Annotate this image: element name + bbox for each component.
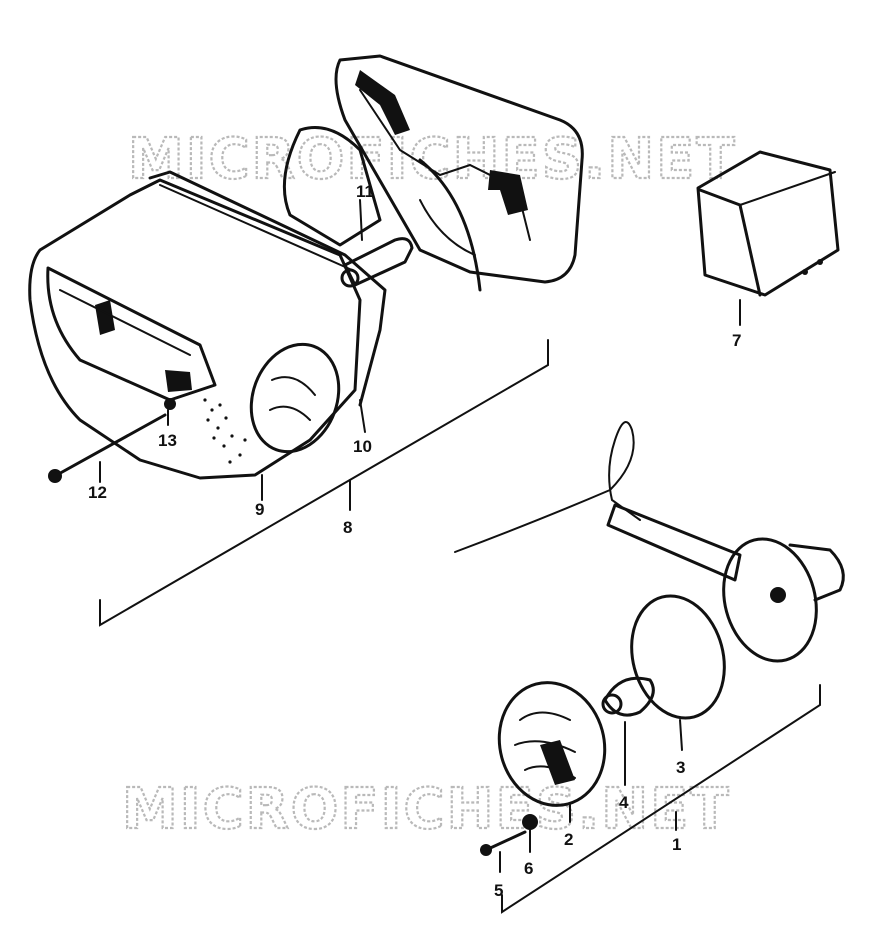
bulb-4 [603,676,655,717]
callout-5: 5 [494,881,503,900]
callout-9: 9 [255,500,264,519]
watermark-bottom: MICROFICHES.NET [122,777,731,842]
callout-4: 4 [619,793,629,812]
housing-texture [203,398,247,464]
lens-2 [497,681,607,807]
callout-8: 8 [343,518,352,537]
screw-6 [522,814,538,830]
callout-12: 12 [88,483,107,502]
group-bracket-1 [501,684,821,914]
washer-13 [164,398,176,410]
bracket-arm [418,158,482,292]
screw-12 [53,413,167,478]
screw-5 [484,830,527,852]
housing-lens-window [46,266,217,402]
callout-13: 13 [158,431,177,450]
stalk [606,503,742,582]
mounting-bracket [334,54,584,284]
group-bracket-8 [99,339,549,627]
housing-body [28,178,362,480]
callout-2: 2 [564,830,573,849]
callout-6: 6 [524,859,533,878]
flasher-relay-7 [696,150,840,326]
watermark-top: MICROFICHES.NET [128,127,737,192]
callout-10: 10 [353,437,372,456]
o-ring-3 [630,594,726,720]
callout-11: 11 [356,182,374,201]
callout-1: 1 [672,835,681,854]
reflector-lens [249,342,341,454]
screw-12-head [48,469,62,483]
callout-3: 3 [676,758,685,777]
bulb-11 [343,237,414,287]
signal-housing [722,537,818,663]
gasket-rim [148,170,387,407]
wire-lead [454,421,641,553]
lamp-housing-assembly [28,54,584,627]
callout-labels: 1 2 3 4 5 6 7 8 9 10 11 12 13 [88,182,741,900]
lamp-shell [282,126,382,247]
callout-7: 7 [732,331,741,350]
rear-signal-assembly [454,421,845,914]
